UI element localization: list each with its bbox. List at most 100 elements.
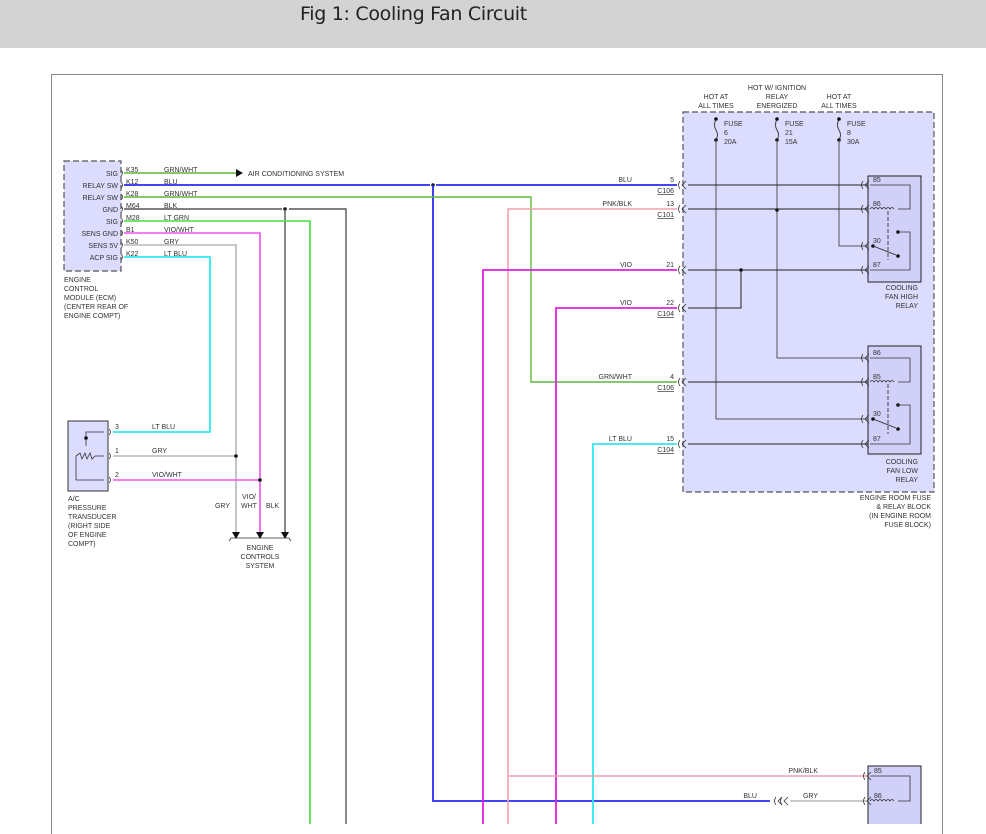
fuse-header: ALL TIMES <box>698 103 734 110</box>
connector-wire-label: PNK/BLK <box>602 201 632 208</box>
fuse-header: RELAY <box>766 94 789 101</box>
ecm-caption: MODULE (ECM) <box>64 295 116 302</box>
connector-icon <box>120 253 123 261</box>
transducer-internal <box>75 456 104 481</box>
ecm-module <box>63 160 122 272</box>
relay-low-coil-wire <box>870 357 911 383</box>
relay-connector-icon <box>861 204 870 214</box>
transducer-caption: (RIGHT SIDE <box>68 523 111 530</box>
bottom-wire-label: BLU <box>743 793 757 800</box>
splice-dot <box>837 117 841 121</box>
figure-header: Fig 1: Cooling Fan Circuit <box>0 0 986 48</box>
relay-high-caption: COOLING <box>886 285 918 292</box>
bracket-icon <box>228 537 292 542</box>
connector-wire-label: VIO <box>620 300 633 307</box>
relay-high-pin: 30 <box>873 238 881 245</box>
relay-low-pin: 85 <box>873 374 881 381</box>
arrow-right-icon <box>236 169 243 177</box>
relay-high-pin: 87 <box>873 262 881 269</box>
fuse-icon <box>837 118 841 141</box>
fuse-label: 30A <box>847 139 860 146</box>
connector-icon <box>120 241 123 249</box>
wire-k50-gry <box>124 244 237 532</box>
fuse-label: 20A <box>724 139 737 146</box>
ecm-pin-number: K50 <box>126 239 139 246</box>
ecm-wire-color: LT GRN <box>164 215 189 222</box>
relay-high-contact-wire <box>870 231 911 271</box>
arrow-down-icon <box>256 532 264 539</box>
engine-controls-caption: SYSTEM <box>246 563 275 570</box>
fuse-header: HOT W/ IGNITION <box>748 85 806 92</box>
engine-wire-label: BLK <box>266 503 280 510</box>
ecm-pin-label: SENS 5V <box>88 243 118 250</box>
transducer-caption: COMPT) <box>68 541 96 548</box>
relay-high-coil-wire <box>870 184 911 210</box>
connector-icon <box>108 452 111 460</box>
ecm-wire-color: GRY <box>164 239 179 246</box>
connector-icon <box>108 476 111 484</box>
relay-connector-icon <box>863 796 872 806</box>
bottom-wire-label: PNK/BLK <box>788 768 818 775</box>
ecm-wire-color: LT BLU <box>164 251 187 258</box>
engine-wire-label: WHT <box>241 503 258 510</box>
potentiometer-icon <box>75 451 104 461</box>
transducer-caption: PRESSURE <box>68 505 107 512</box>
wire-blu-down <box>432 185 770 802</box>
fuse-icon <box>775 118 779 141</box>
transducer-caption: TRANSDUCER <box>68 514 117 521</box>
fuse8-line <box>838 140 868 247</box>
relay-connector-icon <box>861 377 870 387</box>
relay-high-caption: FAN HIGH <box>885 294 918 301</box>
fuse-label: 8 <box>847 130 851 137</box>
connector-pin-number: 15 <box>666 436 674 443</box>
engine-wire-label: VIO/ <box>242 494 256 501</box>
ecm-pin-number: M64 <box>126 203 140 210</box>
connector-pin-number: 13 <box>666 201 674 208</box>
fuse-label: 6 <box>724 130 728 137</box>
fuse-label: 15A <box>785 139 798 146</box>
relay-low-pin: 30 <box>873 411 881 418</box>
transducer-pin-number: 1 <box>115 448 119 455</box>
connector-wire-label: GRN/WHT <box>599 374 633 381</box>
cooling-fan-high-relay <box>867 175 922 283</box>
splice-dot <box>84 436 88 440</box>
ac-system-label: AIR CONDITIONING SYSTEM <box>248 171 344 178</box>
relay-coil-icon <box>869 380 895 383</box>
fuse-block-caption: FUSE BLOCK) <box>884 522 931 529</box>
wire-k28-grn-wht <box>124 196 677 383</box>
connector-id: C104 <box>657 311 674 318</box>
splice-dot <box>739 268 743 272</box>
ecm-pin-number: K35 <box>126 167 139 174</box>
splice-dot <box>258 478 262 482</box>
fuse-label: FUSE <box>847 121 866 128</box>
connector-icon <box>108 428 111 436</box>
connector-id: C104 <box>657 447 674 454</box>
engine-wire-label: GRY <box>215 503 230 510</box>
connector-icon <box>120 169 123 177</box>
ecm-pin-label: GND <box>102 207 118 214</box>
fuse-block-caption: & RELAY BLOCK <box>876 504 931 511</box>
transducer-pin-number: 3 <box>115 424 119 431</box>
ecm-wire-color: VIO/WHT <box>164 227 195 234</box>
inline-connector-icon <box>780 796 789 806</box>
wire-pnk-blk <box>507 208 677 824</box>
connector-icon <box>120 193 123 201</box>
splice-dot <box>896 427 900 431</box>
connector-pin-number: 4 <box>670 374 674 381</box>
relay-connector-icon <box>861 241 870 251</box>
relay-connector-icon <box>861 180 870 190</box>
cooling-fan-low-relay <box>867 345 922 455</box>
connector-id: C101 <box>657 212 674 219</box>
wire-b1-vio-wht <box>124 232 261 532</box>
block-line <box>688 270 742 309</box>
ecm-pin-number: B1 <box>126 227 135 234</box>
connector-icon <box>120 229 123 237</box>
engine-controls-caption: ENGINE <box>247 545 274 552</box>
ecm-caption: (CENTER REAR OF <box>64 304 128 311</box>
connector-wire-label: VIO <box>620 262 633 269</box>
transducer-caption: OF ENGINE <box>68 532 107 539</box>
connector-id: C106 <box>657 385 674 392</box>
connector-icon <box>678 204 687 214</box>
fuse-header: HOT AT <box>704 94 729 101</box>
